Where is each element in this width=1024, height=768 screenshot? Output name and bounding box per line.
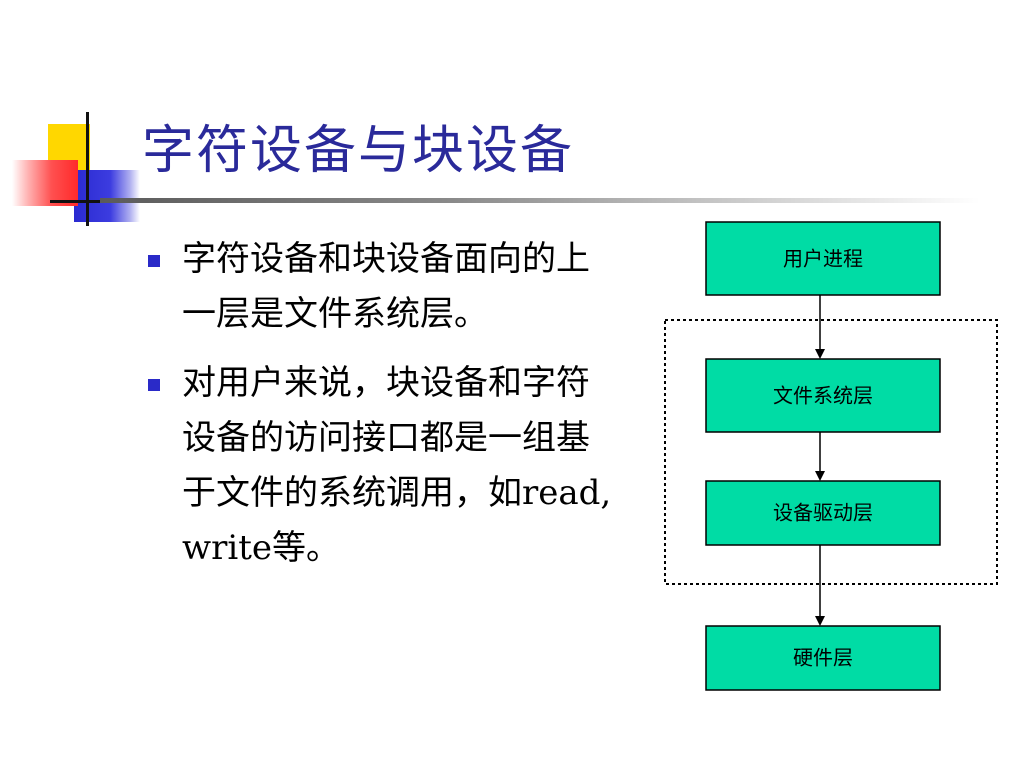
bullet-item: 对用户来说，块设备和字符设备的访问接口都是一组基于文件的系统调用，如read, … [142,356,612,576]
bullet-square-icon [148,255,160,267]
title-decoration-red-square [12,160,78,206]
title-decoration-horizontal-line [50,200,100,203]
node-label: 设备驱动层 [773,501,873,525]
kernel-dotted-boundary [664,319,998,585]
bullet-item: 字符设备和块设备面向的上一层是文件系统层。 [142,232,612,342]
bullet-text: 对用户来说，块设备和字符设备的访问接口都是一组基于文件的系统调用，如read, … [182,363,612,568]
node-file-system-layer: 文件系统层 [705,358,941,433]
title-underline [100,198,980,203]
node-label: 文件系统层 [773,384,873,408]
node-hardware-layer: 硬件层 [705,625,941,691]
bullet-text: 字符设备和块设备面向的上一层是文件系统层。 [182,239,590,334]
slide-title: 字符设备与块设备 [142,121,575,181]
bullet-list: 字符设备和块设备面向的上一层是文件系统层。 对用户来说，块设备和字符设备的访问接… [142,232,612,590]
bullet-square-icon [148,379,160,391]
title-decoration-vertical-line [86,112,89,226]
title-decoration-blue-square [74,170,140,222]
node-device-driver-layer: 设备驱动层 [705,480,941,546]
node-label: 用户进程 [783,247,863,271]
node-label: 硬件层 [793,646,853,670]
node-user-process: 用户进程 [705,221,941,296]
